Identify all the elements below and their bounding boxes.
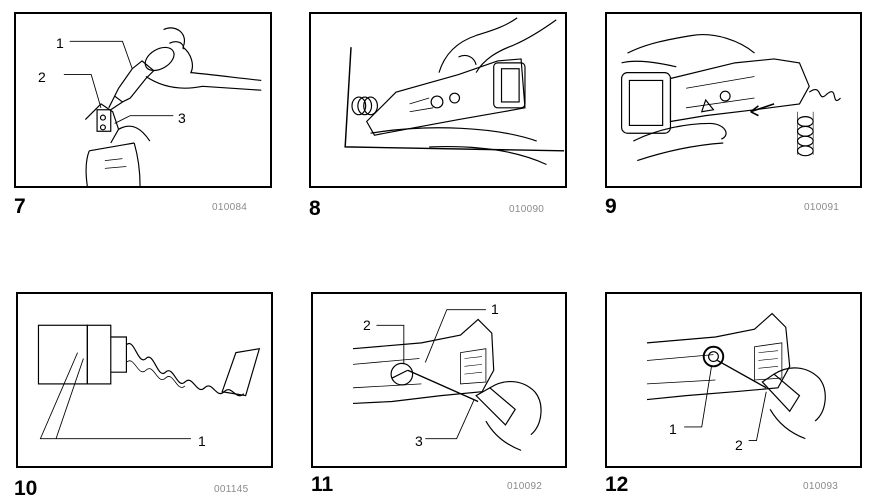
figure-7-callout-2: 2 (38, 69, 46, 85)
figure-10-callout-1: 1 (198, 433, 206, 449)
figure-11-callout-1: 1 (491, 301, 499, 317)
figure-8-number: 8 (309, 197, 321, 220)
figure-8-panel (309, 12, 567, 188)
figure-12-number: 12 (605, 473, 629, 496)
figure-12-panel: 1 2 (605, 292, 862, 468)
figure-7-callout-1: 1 (56, 35, 64, 51)
figure-8-code: 010090 (509, 204, 545, 215)
figure-10-number: 10 (14, 477, 38, 500)
figure-7-code: 010084 (212, 202, 248, 213)
figure-7-illustration (63, 27, 262, 186)
figure-12-code: 010093 (803, 481, 839, 492)
figure-12-callout-1: 1 (669, 421, 677, 437)
figure-7-panel: 1 2 3 (14, 12, 272, 188)
figure-11-callout-2: 2 (363, 317, 371, 333)
figure-11-number: 11 (311, 473, 334, 496)
figure-9-code: 010091 (804, 202, 840, 213)
figure-9-panel (605, 12, 862, 188)
figure-7-number: 7 (14, 195, 26, 218)
figure-10-panel: 1 (16, 292, 273, 468)
figure-11-panel: 2 1 3 (311, 292, 567, 468)
figure-10-code: 001145 (214, 484, 249, 495)
figure-12-illustration (646, 312, 826, 442)
figure-7-callout-3: 3 (178, 110, 186, 126)
figure-12-callout-2: 2 (735, 437, 743, 453)
figure-9-illustration (621, 34, 841, 162)
figure-8-illustration (344, 17, 565, 166)
figure-11-code: 010092 (507, 481, 543, 492)
figure-11-illustration (352, 309, 542, 451)
figure-11-callout-3: 3 (415, 433, 423, 449)
figure-10-illustration (37, 324, 261, 440)
figure-9-number: 9 (605, 195, 617, 218)
